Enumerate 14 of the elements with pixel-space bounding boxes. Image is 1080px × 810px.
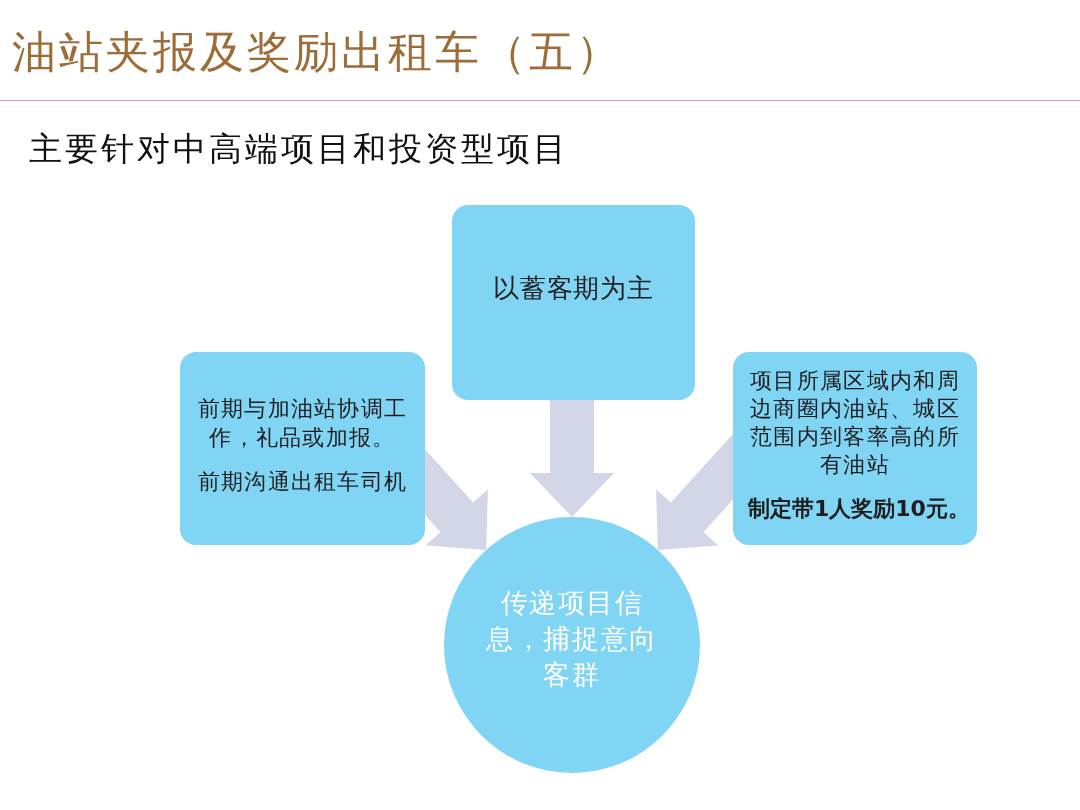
- info-box: [733, 352, 977, 545]
- info-box: [452, 205, 695, 400]
- node-text: 项目所属区域内和周边商圈内油站、城区范围内到客率高的所有油站: [749, 366, 961, 479]
- subtitle: 主要针对中高端项目和投资型项目: [29, 131, 569, 166]
- block-arrow: [530, 400, 614, 517]
- info-box: [180, 352, 425, 545]
- block-arrow: [425, 449, 488, 550]
- node-text: 制定带1人奖励10元。: [748, 494, 962, 523]
- slide-title: 油站夹报及奖励出租车（五）: [12, 29, 623, 75]
- node-text: 前期与加油站协调工作，礼品或加报。: [196, 394, 409, 452]
- node-text: 传递项目信息，捕捉意向客群: [485, 586, 659, 692]
- block-arrow: [656, 433, 733, 550]
- node-text: 前期沟通出租车司机: [196, 467, 409, 496]
- node-text: 以蓄客期为主: [492, 272, 655, 305]
